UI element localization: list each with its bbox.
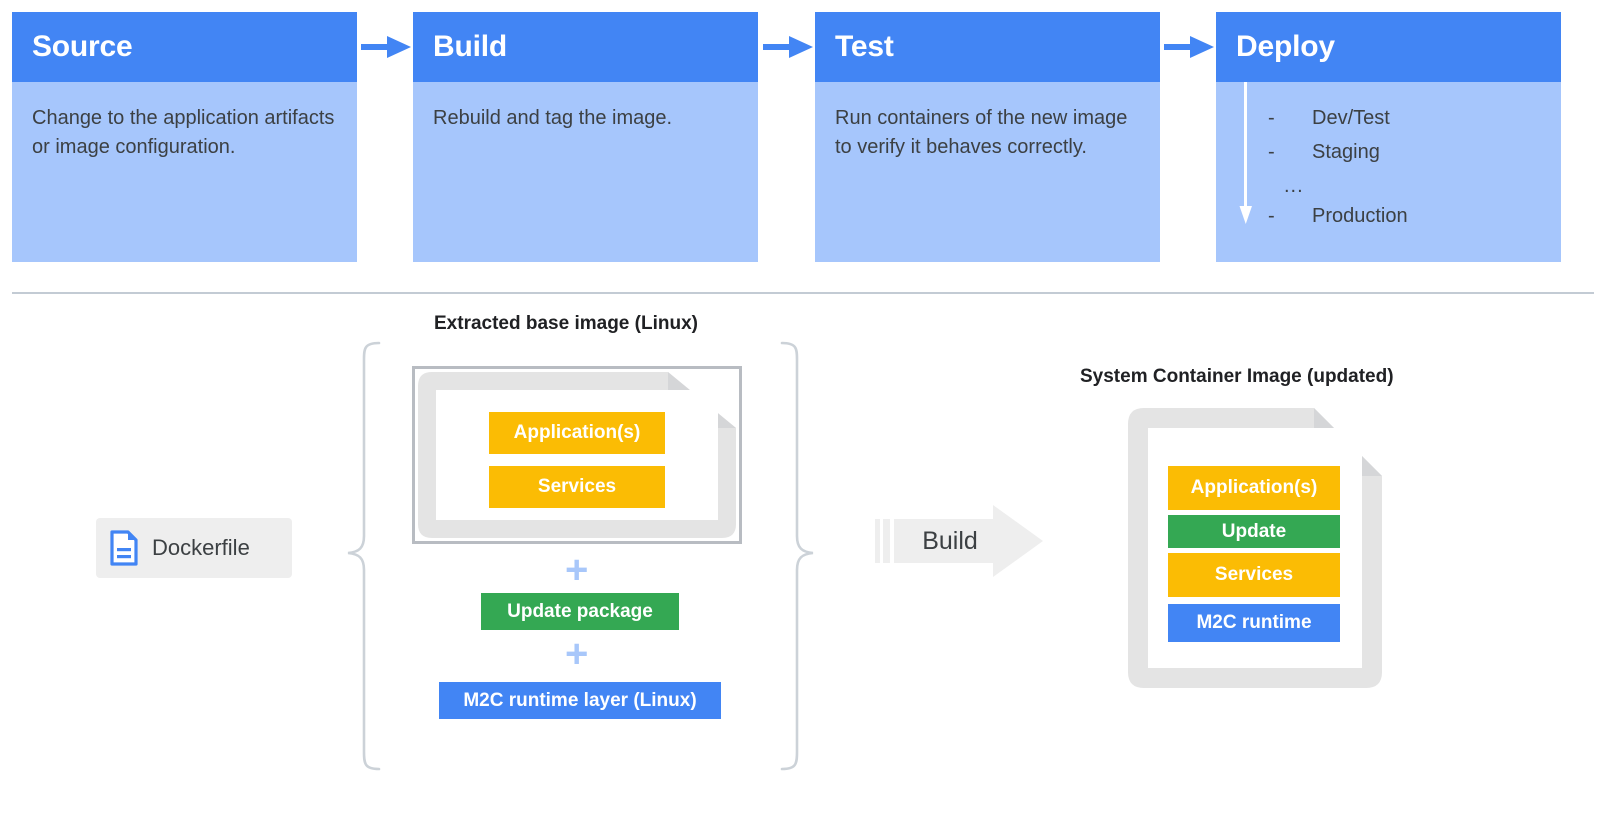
deploy-stage-item: - Production bbox=[1268, 206, 1518, 226]
arrow-right-icon bbox=[361, 36, 411, 58]
bullet-dash: - bbox=[1268, 205, 1275, 227]
deploy-stage-label: Production bbox=[1312, 205, 1408, 227]
pipeline-body-build: Rebuild and tag the image. bbox=[413, 82, 758, 262]
dockerfile-label: Dockerfile bbox=[152, 535, 250, 560]
block-arrow-right-icon bbox=[875, 505, 1043, 577]
layer-block-services: Services bbox=[1168, 553, 1340, 597]
layer-block-update: Update bbox=[1168, 515, 1340, 548]
system-container-image-document-shape bbox=[1128, 408, 1382, 688]
deploy-stage-list: - Dev/Test - Staging ... - Production bbox=[1268, 108, 1518, 240]
pipeline-column-build: Build Rebuild and tag the image. bbox=[413, 12, 758, 262]
pipeline-title-deploy: Deploy bbox=[1216, 12, 1561, 82]
arrow-right-icon bbox=[1164, 36, 1214, 58]
file-document-icon bbox=[110, 530, 138, 566]
pipeline-body-source: Change to the application artifacts or i… bbox=[12, 82, 357, 262]
left-diagram-caption: Extracted base image (Linux) bbox=[434, 313, 698, 334]
curly-brace-icon bbox=[347, 341, 381, 771]
layer-block-applications: Application(s) bbox=[1168, 466, 1340, 510]
pipeline-title-source: Source bbox=[12, 12, 357, 82]
pipeline-body-deploy: - Dev/Test - Staging ... - Production bbox=[1216, 82, 1561, 262]
arrow-right-icon bbox=[763, 36, 813, 58]
deploy-ellipsis: ... bbox=[1284, 175, 1304, 197]
layer-block-update-package: Update package bbox=[481, 593, 679, 630]
pipeline-column-test: Test Run containers of the new image to … bbox=[815, 12, 1160, 262]
plus-symbol: + bbox=[565, 632, 589, 676]
layer-block-applications: Application(s) bbox=[489, 412, 665, 454]
section-divider bbox=[12, 292, 1594, 294]
layer-block-m2c-runtime-layer: M2C runtime layer (Linux) bbox=[439, 682, 721, 719]
pipeline-body-test: Run containers of the new image to verif… bbox=[815, 82, 1160, 262]
curly-brace-icon bbox=[780, 341, 814, 771]
base-image-document-shape bbox=[418, 372, 736, 538]
right-diagram-caption: System Container Image (updated) bbox=[1080, 366, 1394, 387]
pipeline-column-source: Source Change to the application artifac… bbox=[12, 12, 357, 262]
deploy-stage-label: Staging bbox=[1312, 141, 1380, 163]
build-arrow-label: Build bbox=[922, 526, 978, 555]
layer-block-services: Services bbox=[489, 466, 665, 508]
layer-block-m2c-runtime: M2C runtime bbox=[1168, 604, 1340, 642]
bullet-dash: - bbox=[1268, 107, 1275, 129]
deploy-stage-item: - Staging bbox=[1268, 142, 1518, 162]
dockerfile-chip[interactable]: Dockerfile bbox=[96, 518, 292, 578]
pipeline-column-deploy: Deploy - Dev/Test - Staging ... - Produc… bbox=[1216, 12, 1561, 262]
pipeline-title-test: Test bbox=[815, 12, 1160, 82]
pipeline-title-build: Build bbox=[413, 12, 758, 82]
arrow-down-icon bbox=[1239, 82, 1252, 224]
deploy-stage-label: Dev/Test bbox=[1312, 107, 1390, 129]
bullet-dash: - bbox=[1268, 141, 1275, 163]
deploy-stage-item: - Dev/Test bbox=[1268, 108, 1518, 128]
plus-symbol: + bbox=[565, 548, 589, 592]
